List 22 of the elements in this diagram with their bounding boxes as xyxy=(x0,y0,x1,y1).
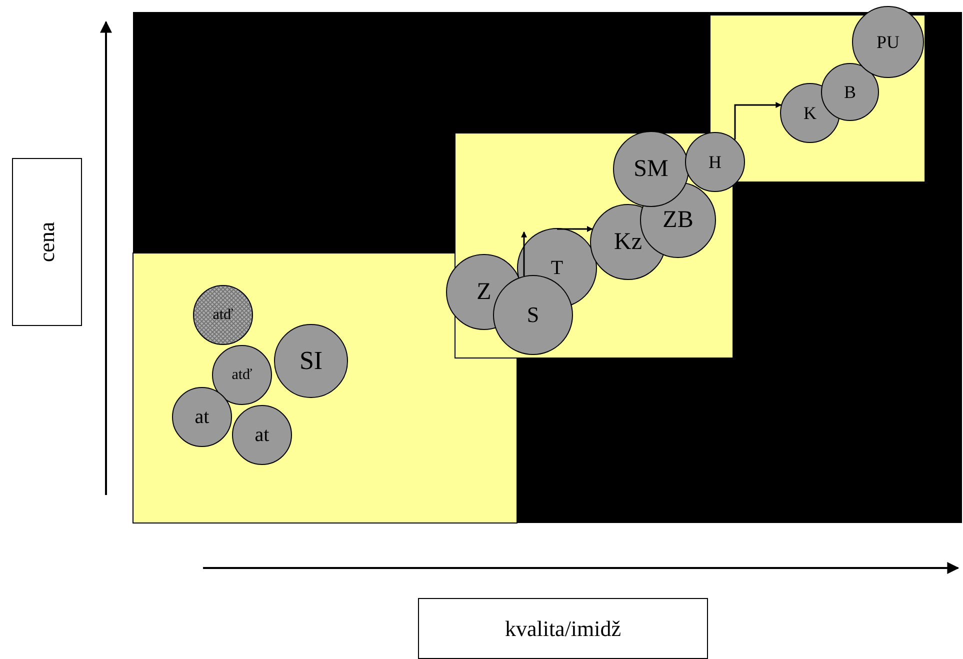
circle-label: T xyxy=(550,256,564,280)
circle-label: Kz xyxy=(614,228,642,256)
arrow xyxy=(557,226,593,232)
axis-label-box xyxy=(12,158,82,326)
arrow xyxy=(734,102,782,140)
circle-label: H xyxy=(708,152,722,172)
circle-label: Z xyxy=(476,278,492,306)
circle-label: atď xyxy=(212,306,234,324)
circle-label: ZB xyxy=(662,206,694,234)
circle-label: atď xyxy=(232,366,252,384)
circle-label: at xyxy=(194,406,210,428)
circle-label: B xyxy=(844,82,856,102)
circle-label: SI xyxy=(299,346,323,376)
circle-label: SM xyxy=(634,156,668,182)
axis-label: cena xyxy=(34,222,60,262)
circle-label: K xyxy=(804,102,816,124)
arrow xyxy=(521,231,527,276)
axis-label-box xyxy=(418,598,708,659)
circle-label: S xyxy=(526,302,540,328)
circle-label: PU xyxy=(876,32,900,52)
circle-label: at xyxy=(254,424,270,446)
axis-label: kvalita/imidž xyxy=(504,616,622,642)
